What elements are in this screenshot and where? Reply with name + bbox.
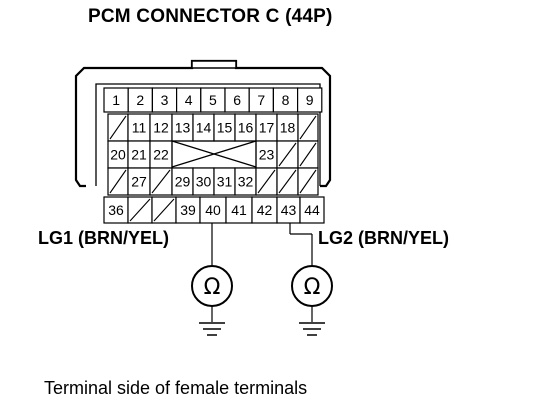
wire-label-lg2: LG2 (BRN/YEL) [318,228,450,248]
diagram-caption: Terminal side of female terminals [44,378,308,398]
terminal-row-3: 20 21 22 23 [107,140,319,169]
terminal-32: 32 [234,167,257,196]
terminal-label: 3 [161,92,169,108]
terminal-31: 31 [213,167,236,196]
terminal-36: 36 [103,196,129,224]
terminal-label: 6 [233,92,241,108]
terminal-label: 36 [108,202,124,218]
terminal-30: 30 [192,167,215,196]
terminal-17: 17 [255,113,278,142]
terminal-label: 31 [217,174,233,190]
terminal-15: 15 [213,113,236,142]
terminal-16: 16 [234,113,257,142]
terminal-blank [127,196,153,224]
terminal-44: 44 [299,196,325,224]
terminal-41: 41 [225,196,253,224]
blocked-area [171,140,257,168]
terminal-label: 21 [131,147,147,163]
wire-label-lg1: LG1 (BRN/YEL) [38,228,170,248]
connector-lock-tab [191,60,237,69]
terminal-label: 11 [132,120,147,136]
terminal-blank [276,140,299,169]
terminal-label: 22 [153,147,169,163]
terminal-label: 44 [304,202,320,218]
ohmmeter-1: Ω [191,265,233,336]
terminal-label: 4 [185,92,193,108]
terminal-29: 29 [171,167,194,196]
terminal-20: 20 [107,140,129,169]
ohm-icon: Ω [204,275,221,300]
terminal-blank [255,167,278,196]
terminal-8: 8 [272,87,299,113]
terminal-label: 1 [112,92,120,108]
ohm-icon: Ω [304,275,321,300]
terminal-4: 4 [176,87,202,113]
terminal-9: 9 [297,87,323,113]
terminal-12: 12 [149,113,173,142]
terminal-label: 2 [136,92,144,108]
terminal-11: 11 [127,113,151,142]
terminal-label: 41 [231,202,247,218]
terminal-27: 27 [127,167,151,196]
terminal-label: 8 [282,92,290,108]
terminal-label: 43 [281,202,297,218]
terminal-1: 1 [103,87,129,113]
terminal-6: 6 [224,87,250,113]
ohmmeter-2: Ω [291,265,333,336]
terminal-label: 9 [306,92,314,108]
terminal-row-5: 36 39 40 41 42 43 44 [103,196,325,224]
terminal-label: 5 [209,92,217,108]
terminal-43: 43 [276,196,301,224]
terminal-blank [276,167,299,196]
terminal-blank [151,196,177,224]
terminal-39: 39 [175,196,201,224]
wire-lg2 [289,223,313,266]
terminal-blank [107,167,129,196]
terminal-40: 40 [199,196,227,224]
terminal-label: 32 [238,174,254,190]
connector-inner-wall [95,83,321,186]
terminal-label: 7 [257,92,265,108]
terminal-label: 14 [196,120,212,136]
terminal-5: 5 [200,87,226,113]
terminal-blank [107,113,129,142]
terminal-13: 13 [171,113,194,142]
diagram-title: PCM CONNECTOR C (44P) [88,6,333,27]
terminal-18: 18 [276,113,299,142]
terminal-label: 12 [153,120,169,136]
terminal-blank [297,113,319,142]
terminal-42: 42 [251,196,278,224]
terminal-label: 15 [217,120,233,136]
terminal-label: 18 [280,120,296,136]
terminal-label: 17 [259,120,275,136]
terminal-22: 22 [149,140,173,169]
terminal-label: 27 [131,174,147,190]
terminal-blank [297,140,319,169]
terminal-row-4: 27 29 30 31 32 [107,167,319,196]
terminal-14: 14 [192,113,215,142]
terminal-label: 30 [196,174,212,190]
terminal-row-2: 11 12 13 14 15 16 17 18 [107,113,319,142]
terminal-23: 23 [255,140,278,169]
terminal-blank [297,167,319,196]
terminal-blank [149,167,173,196]
terminal-label: 39 [180,202,196,218]
terminal-21: 21 [127,140,151,169]
terminal-7: 7 [248,87,274,113]
terminal-label: 42 [257,202,273,218]
terminal-3: 3 [151,87,178,113]
terminal-label: 40 [205,202,221,218]
terminal-label: 20 [110,147,126,163]
terminal-label: 16 [238,120,254,136]
terminal-label: 29 [175,174,191,190]
terminal-2: 2 [127,87,153,113]
terminal-label: 23 [259,147,275,163]
terminal-label: 13 [175,120,191,136]
